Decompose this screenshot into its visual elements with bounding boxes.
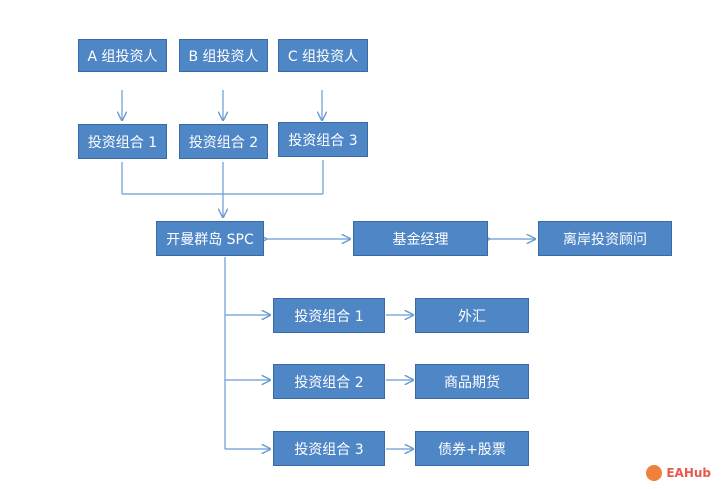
fund-manager-box: 基金经理 <box>353 221 488 256</box>
bottom-portfolio-3-box: 投资组合 3 <box>273 431 385 466</box>
investor-b-box: B 组投资人 <box>179 39 268 72</box>
top-portfolio-3-label: 投资组合 3 <box>288 132 358 149</box>
eahub-logo-icon <box>646 465 663 481</box>
investor-a-label: A 组投资人 <box>87 48 158 65</box>
investor-b-label: B 组投资人 <box>188 48 259 65</box>
investor-c-box: C 组投资人 <box>278 39 368 72</box>
fund-manager-label: 基金经理 <box>392 231 449 248</box>
asset-bonds-stocks-label: 债券+股票 <box>438 441 506 458</box>
spc-box: 开曼群岛 SPC <box>156 221 264 256</box>
bottom-portfolio-3-label: 投资组合 3 <box>294 441 364 458</box>
asset-forex-label: 外汇 <box>458 308 486 325</box>
top-portfolio-2-box: 投资组合 2 <box>179 124 268 159</box>
investor-a-box: A 组投资人 <box>78 39 167 72</box>
top-portfolio-3-box: 投资组合 3 <box>278 122 368 157</box>
asset-bonds-stocks-box: 债券+股票 <box>415 431 529 466</box>
watermark-text: EAHub <box>666 466 711 480</box>
top-portfolio-1-box: 投资组合 1 <box>78 124 167 159</box>
top-portfolio-1-label: 投资组合 1 <box>87 134 158 151</box>
bottom-portfolio-1-box: 投资组合 1 <box>273 298 385 333</box>
watermark: EAHub <box>646 465 711 481</box>
asset-commodity-box: 商品期货 <box>415 364 529 399</box>
asset-commodity-label: 商品期货 <box>444 374 500 391</box>
top-portfolio-2-label: 投资组合 2 <box>188 134 259 151</box>
bottom-portfolio-2-label: 投资组合 2 <box>294 374 364 391</box>
spc-label: 开曼群岛 SPC <box>166 231 254 248</box>
investor-c-label: C 组投资人 <box>287 48 359 65</box>
bottom-portfolio-1-label: 投资组合 1 <box>294 308 364 325</box>
offshore-advisor-box: 离岸投资顾问 <box>538 221 672 256</box>
bottom-portfolio-2-box: 投资组合 2 <box>273 364 385 399</box>
asset-forex-box: 外汇 <box>415 298 529 333</box>
offshore-advisor-label: 离岸投资顾问 <box>563 231 647 248</box>
